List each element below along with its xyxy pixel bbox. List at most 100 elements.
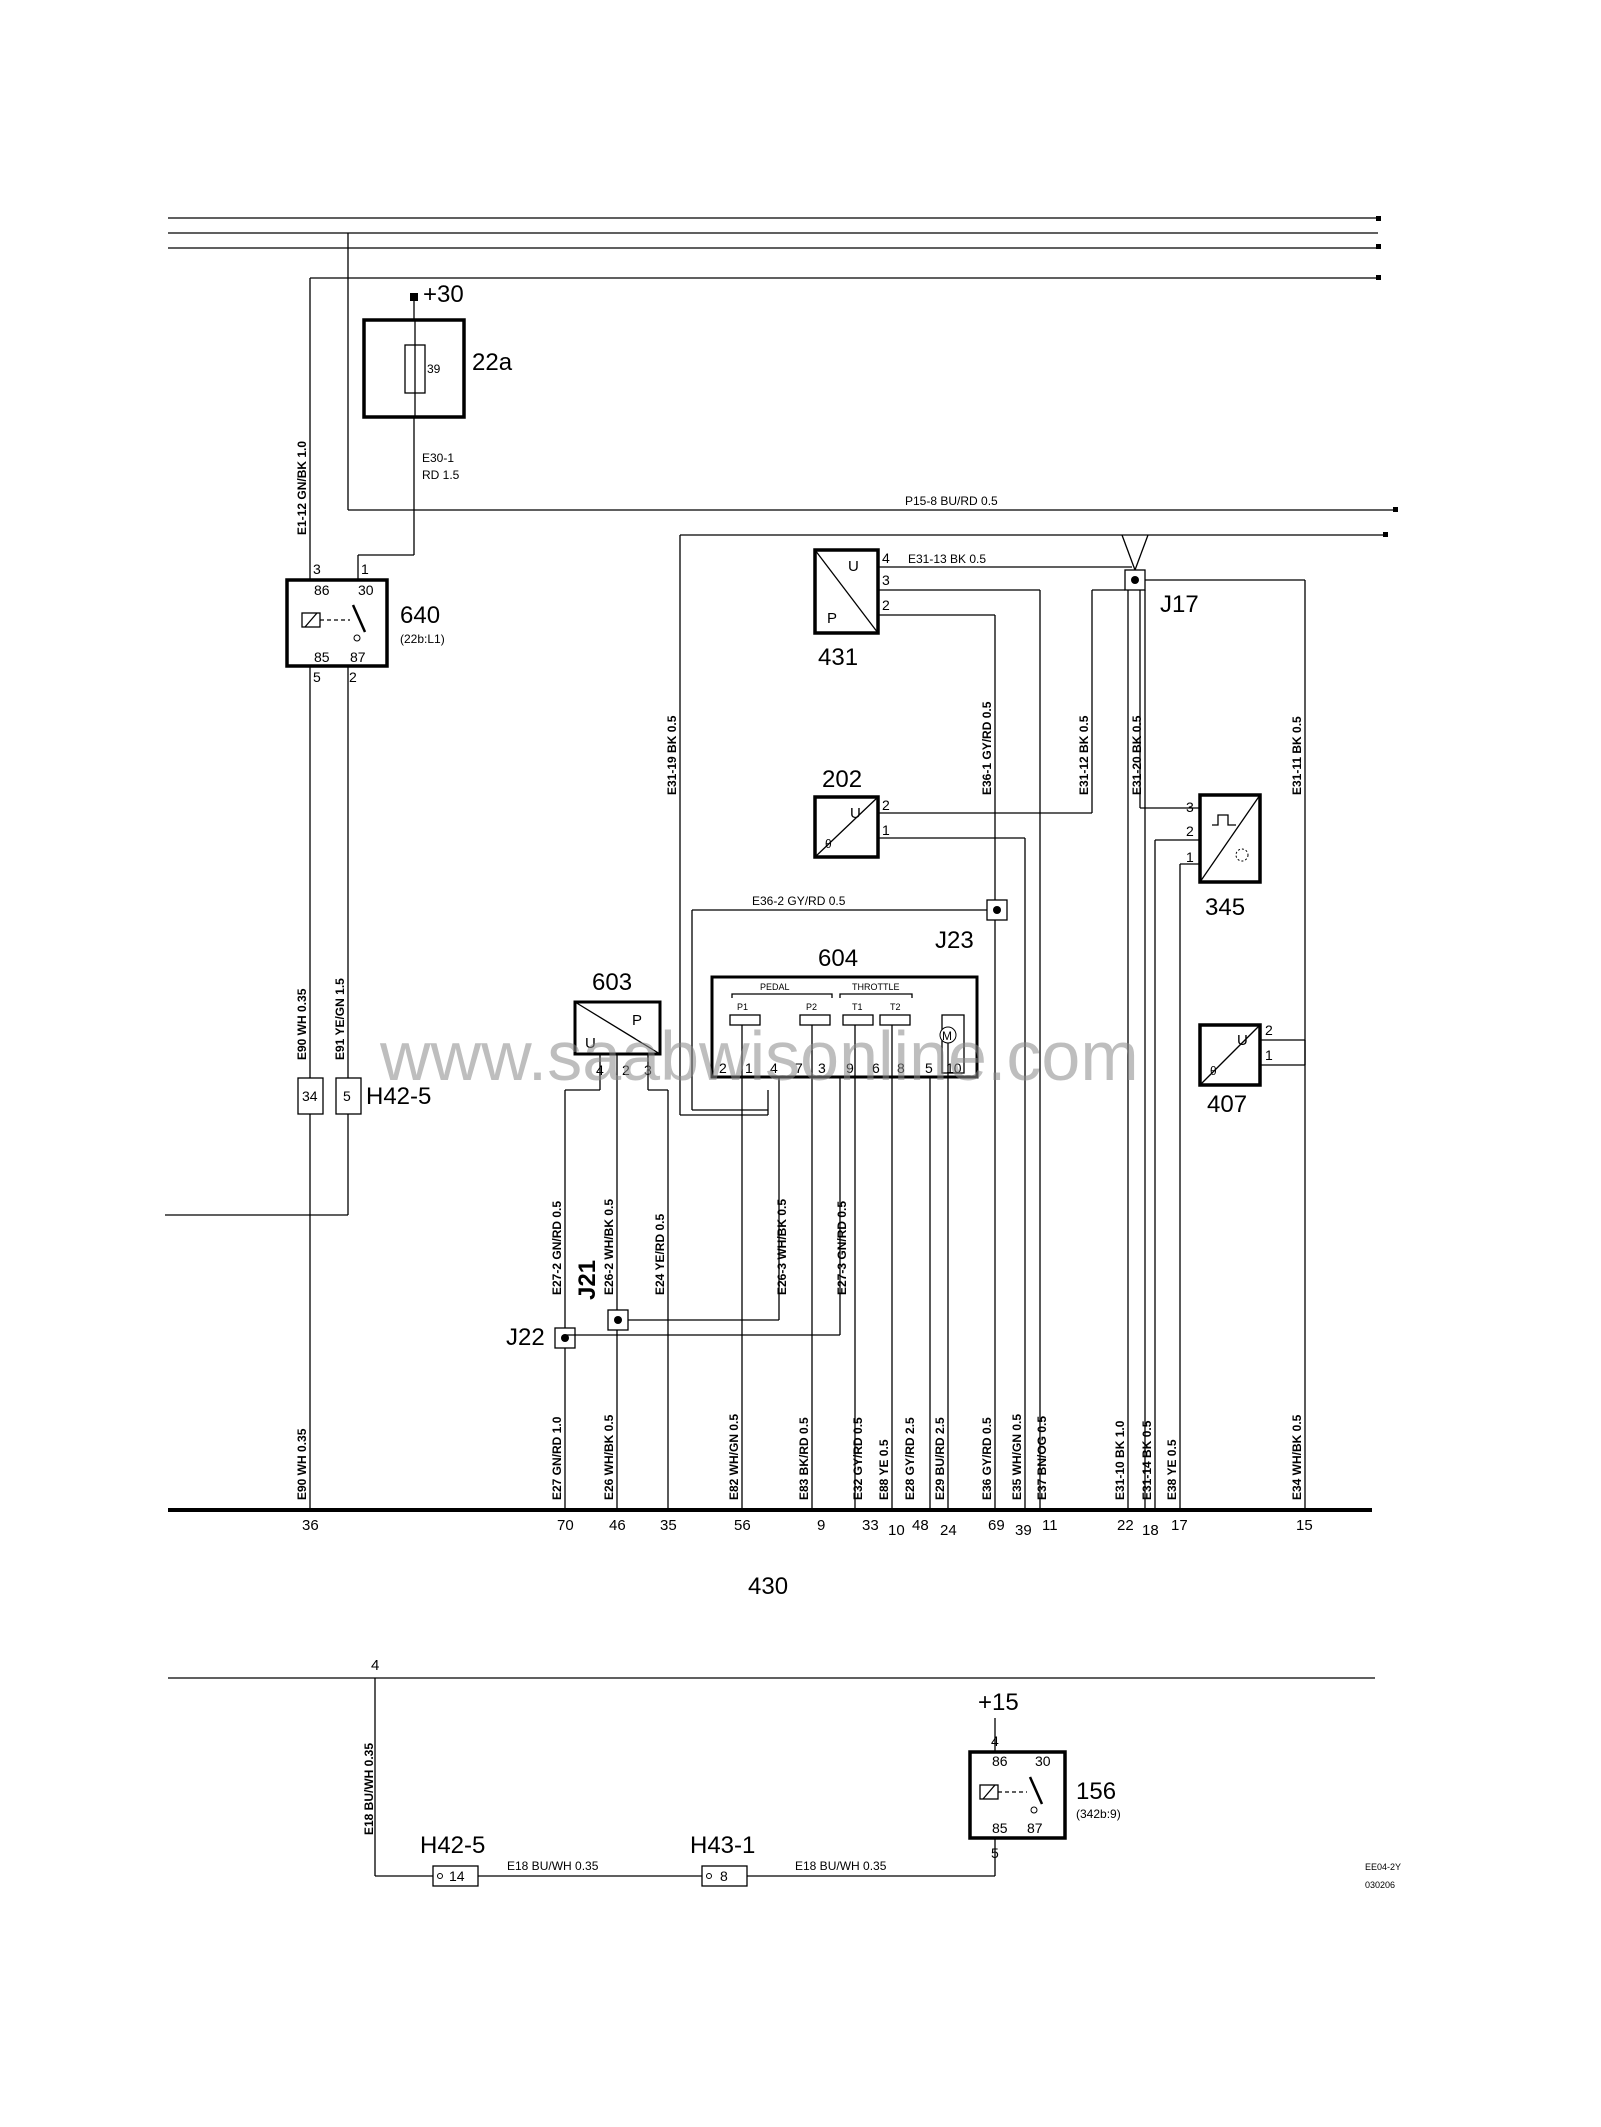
svg-text:EE04-2Y: EE04-2Y [1365,1862,1401,1872]
svg-text:E91 YE/GN 1.5: E91 YE/GN 1.5 [333,978,347,1060]
svg-text:2: 2 [349,669,357,685]
svg-text:M: M [942,1029,952,1043]
svg-text:E90 WH 0.35: E90 WH 0.35 [295,1428,309,1500]
svg-text:30: 30 [1035,1753,1051,1769]
svg-text:2: 2 [882,797,890,813]
svg-text:9: 9 [817,1517,825,1534]
svg-text:+15: +15 [978,1689,1019,1716]
wire-e36-1 [994,590,1041,1510]
svg-text:U: U [1237,1032,1248,1049]
svg-text:202: 202 [822,766,862,793]
fuse-wire-spec: RD 1.5 [422,468,460,482]
svg-text:69: 69 [988,1517,1005,1534]
sensor-202: U θ 202 2 1 [813,766,1092,1510]
fuse-wire: E30-1 [422,451,454,465]
svg-text:14: 14 [449,1868,465,1884]
svg-text:E24 YE/RD 0.5: E24 YE/RD 0.5 [653,1214,667,1295]
svg-text:P2: P2 [806,1002,817,1012]
temp-sensor-icon: θ [825,837,832,851]
watermark: www.saabwisonline.com [379,1017,1139,1095]
gear-icon [1235,848,1249,862]
svg-text:J21: J21 [574,1260,601,1300]
svg-text:35: 35 [660,1517,677,1534]
svg-text:2: 2 [882,597,890,613]
svg-text:4: 4 [882,550,890,566]
svg-text:T2: T2 [890,1002,901,1012]
svg-text:10: 10 [888,1522,905,1539]
svg-text:33: 33 [862,1517,879,1534]
svg-text:E32 GY/RD 0.5: E32 GY/RD 0.5 [851,1417,865,1500]
svg-text:22: 22 [1117,1517,1134,1534]
svg-text:P1: P1 [737,1002,748,1012]
footer: EE04-2Y 030206 [1365,1862,1401,1890]
svg-text:E88 YE 0.5: E88 YE 0.5 [877,1439,891,1500]
splice-j17: J17 [1091,534,1306,1510]
svg-text:603: 603 [592,969,632,996]
svg-text:U: U [585,1035,596,1052]
svg-text:E29 BU/RD 2.5: E29 BU/RD 2.5 [933,1417,947,1500]
svg-text:E31-12 BK 0.5: E31-12 BK 0.5 [1077,715,1091,795]
svg-text:2: 2 [1265,1022,1273,1038]
fuse-22a: +30 39 22a E30-1 RD 1.5 [358,281,513,556]
svg-text:46: 46 [609,1517,626,1534]
svg-text:11: 11 [1042,1517,1058,1534]
sensor-407: U θ 407 2 1 [1198,1022,1306,1510]
svg-text:8: 8 [897,1060,905,1076]
svg-text:PEDAL: PEDAL [760,982,790,992]
splices-j21-j22: J22 J21 [506,1260,840,1510]
svg-text:(342b:9): (342b:9) [1076,1807,1121,1821]
svg-text:E38 YE 0.5: E38 YE 0.5 [1165,1439,1179,1500]
svg-text:E18 BU/WH 0.35: E18 BU/WH 0.35 [507,1859,599,1873]
svg-text:J17: J17 [1160,591,1199,618]
svg-text:1: 1 [361,561,369,577]
svg-text:E31-20 BK 0.5: E31-20 BK 0.5 [1130,715,1144,795]
svg-text:36: 36 [302,1517,319,1534]
svg-text:10: 10 [946,1060,962,1076]
svg-text:9: 9 [846,1060,854,1076]
svg-text:4: 4 [991,1733,999,1749]
sensor-345: 345 3 2 1 [1154,793,1262,1510]
svg-text:P: P [632,1012,642,1029]
svg-text:85: 85 [314,649,330,665]
svg-text:J23: J23 [935,927,974,954]
svg-text:70: 70 [557,1517,574,1534]
svg-text:6: 6 [872,1060,880,1076]
svg-text:24: 24 [940,1522,957,1539]
ecu-id: 430 [748,1573,788,1600]
svg-text:THROTTLE: THROTTLE [852,982,900,992]
svg-text:J22: J22 [506,1324,545,1351]
svg-text:5: 5 [343,1088,351,1104]
relay-switch-icon [351,604,367,633]
svg-text:E36 GY/RD 0.5: E36 GY/RD 0.5 [980,1417,994,1500]
svg-text:H42-5: H42-5 [366,1083,431,1110]
svg-text:156: 156 [1076,1778,1116,1805]
svg-text:3: 3 [818,1060,826,1076]
svg-text:E35 WH/GN 0.5: E35 WH/GN 0.5 [1010,1414,1024,1500]
svg-text:H43-1: H43-1 [690,1832,755,1859]
svg-text:4: 4 [371,1657,379,1674]
svg-text:E83 BK/RD 0.5: E83 BK/RD 0.5 [797,1417,811,1500]
svg-text:E27 GN/RD 1.0: E27 GN/RD 1.0 [550,1416,564,1500]
svg-text:3: 3 [313,561,321,577]
svg-text:345: 345 [1205,894,1245,921]
svg-text:U: U [848,558,859,575]
svg-text:E31-13 BK 0.5: E31-13 BK 0.5 [908,552,986,566]
sensor-604: 604 PEDAL THROTTLE P1 P2 T1 T2 M 2 1 4 7… [710,945,979,1510]
svg-text:E31-11 BK 0.5: E31-11 BK 0.5 [1290,716,1304,795]
svg-text:30: 30 [358,582,374,598]
lower-section: 4 14 H42-5 E18 BU/WH 0.35 8 H43-1 E18 BU… [168,1657,1375,1887]
svg-text:1: 1 [1186,849,1194,865]
svg-text:E31-10 BK 1.0: E31-10 BK 1.0 [1113,1420,1127,1500]
svg-text:86: 86 [992,1753,1008,1769]
svg-text:E37 BN/OG 0.5: E37 BN/OG 0.5 [1035,1416,1049,1500]
splice-j23: J23 E36-2 GY/RD 0.5 [691,894,1008,1111]
svg-text:2: 2 [622,1062,630,1078]
svg-text:48: 48 [912,1517,929,1534]
svg-text:1: 1 [1265,1047,1273,1063]
svg-text:E26 WH/BK 0.5: E26 WH/BK 0.5 [602,1414,616,1500]
connector-h42-5-top: 34 5 H42-5 [165,1077,431,1510]
svg-text:2: 2 [719,1060,727,1076]
ecu-430: 36 70 46 35 56 9 33 10 48 24 69 39 11 22… [168,1508,1372,1600]
fuse-number: 39 [427,362,441,376]
svg-text:5: 5 [991,1845,999,1861]
